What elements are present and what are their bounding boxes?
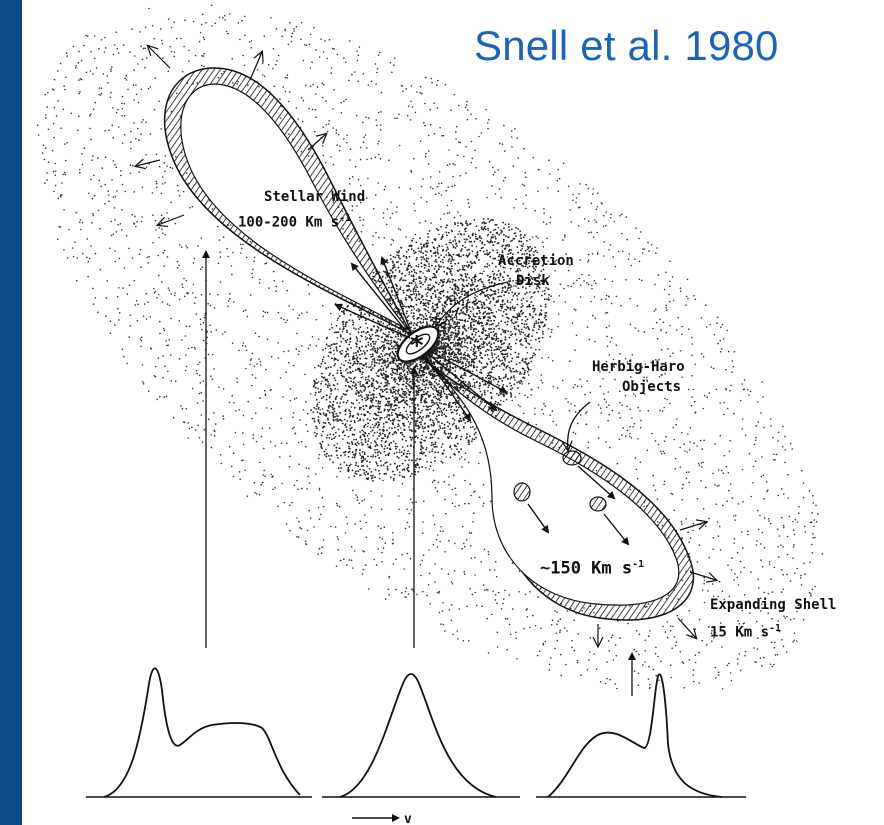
herbig-haro-label-line1: Herbig-Haro (592, 358, 685, 376)
shell-speed-label: 15 Km s-1 (710, 620, 781, 642)
shell-speed-value: 15 Km s (710, 625, 769, 641)
stellar-wind-label: Stellar Wind (264, 188, 365, 206)
accretion-disk-label-line2: Disk (516, 272, 550, 290)
stellar-wind-speed-label: 100-200 Km s-1 (238, 210, 351, 232)
accretion-disk-label-line1: Accretion (498, 252, 574, 270)
expanding-shell-label: Expanding Shell (710, 596, 836, 614)
line-profile-3 (536, 674, 746, 797)
line-profile-1 (86, 668, 312, 797)
outflow-speed-value: ~150 Km s (540, 559, 632, 579)
velocity-axis-label: v (404, 812, 412, 825)
outflow-speed-label: ~150 Km s-1 (540, 556, 644, 578)
unit-exponent: -1 (339, 213, 351, 224)
herbig-haro-label-line2: Objects (622, 378, 681, 396)
line-profile-2 (322, 674, 520, 797)
stellar-wind-speed-value: 100-200 Km s (238, 215, 339, 231)
unit-exponent: -1 (632, 559, 644, 570)
star-symbol: * (409, 331, 425, 361)
citation-title: Snell et al. 1980 (474, 22, 779, 70)
unit-exponent: -1 (769, 623, 781, 634)
